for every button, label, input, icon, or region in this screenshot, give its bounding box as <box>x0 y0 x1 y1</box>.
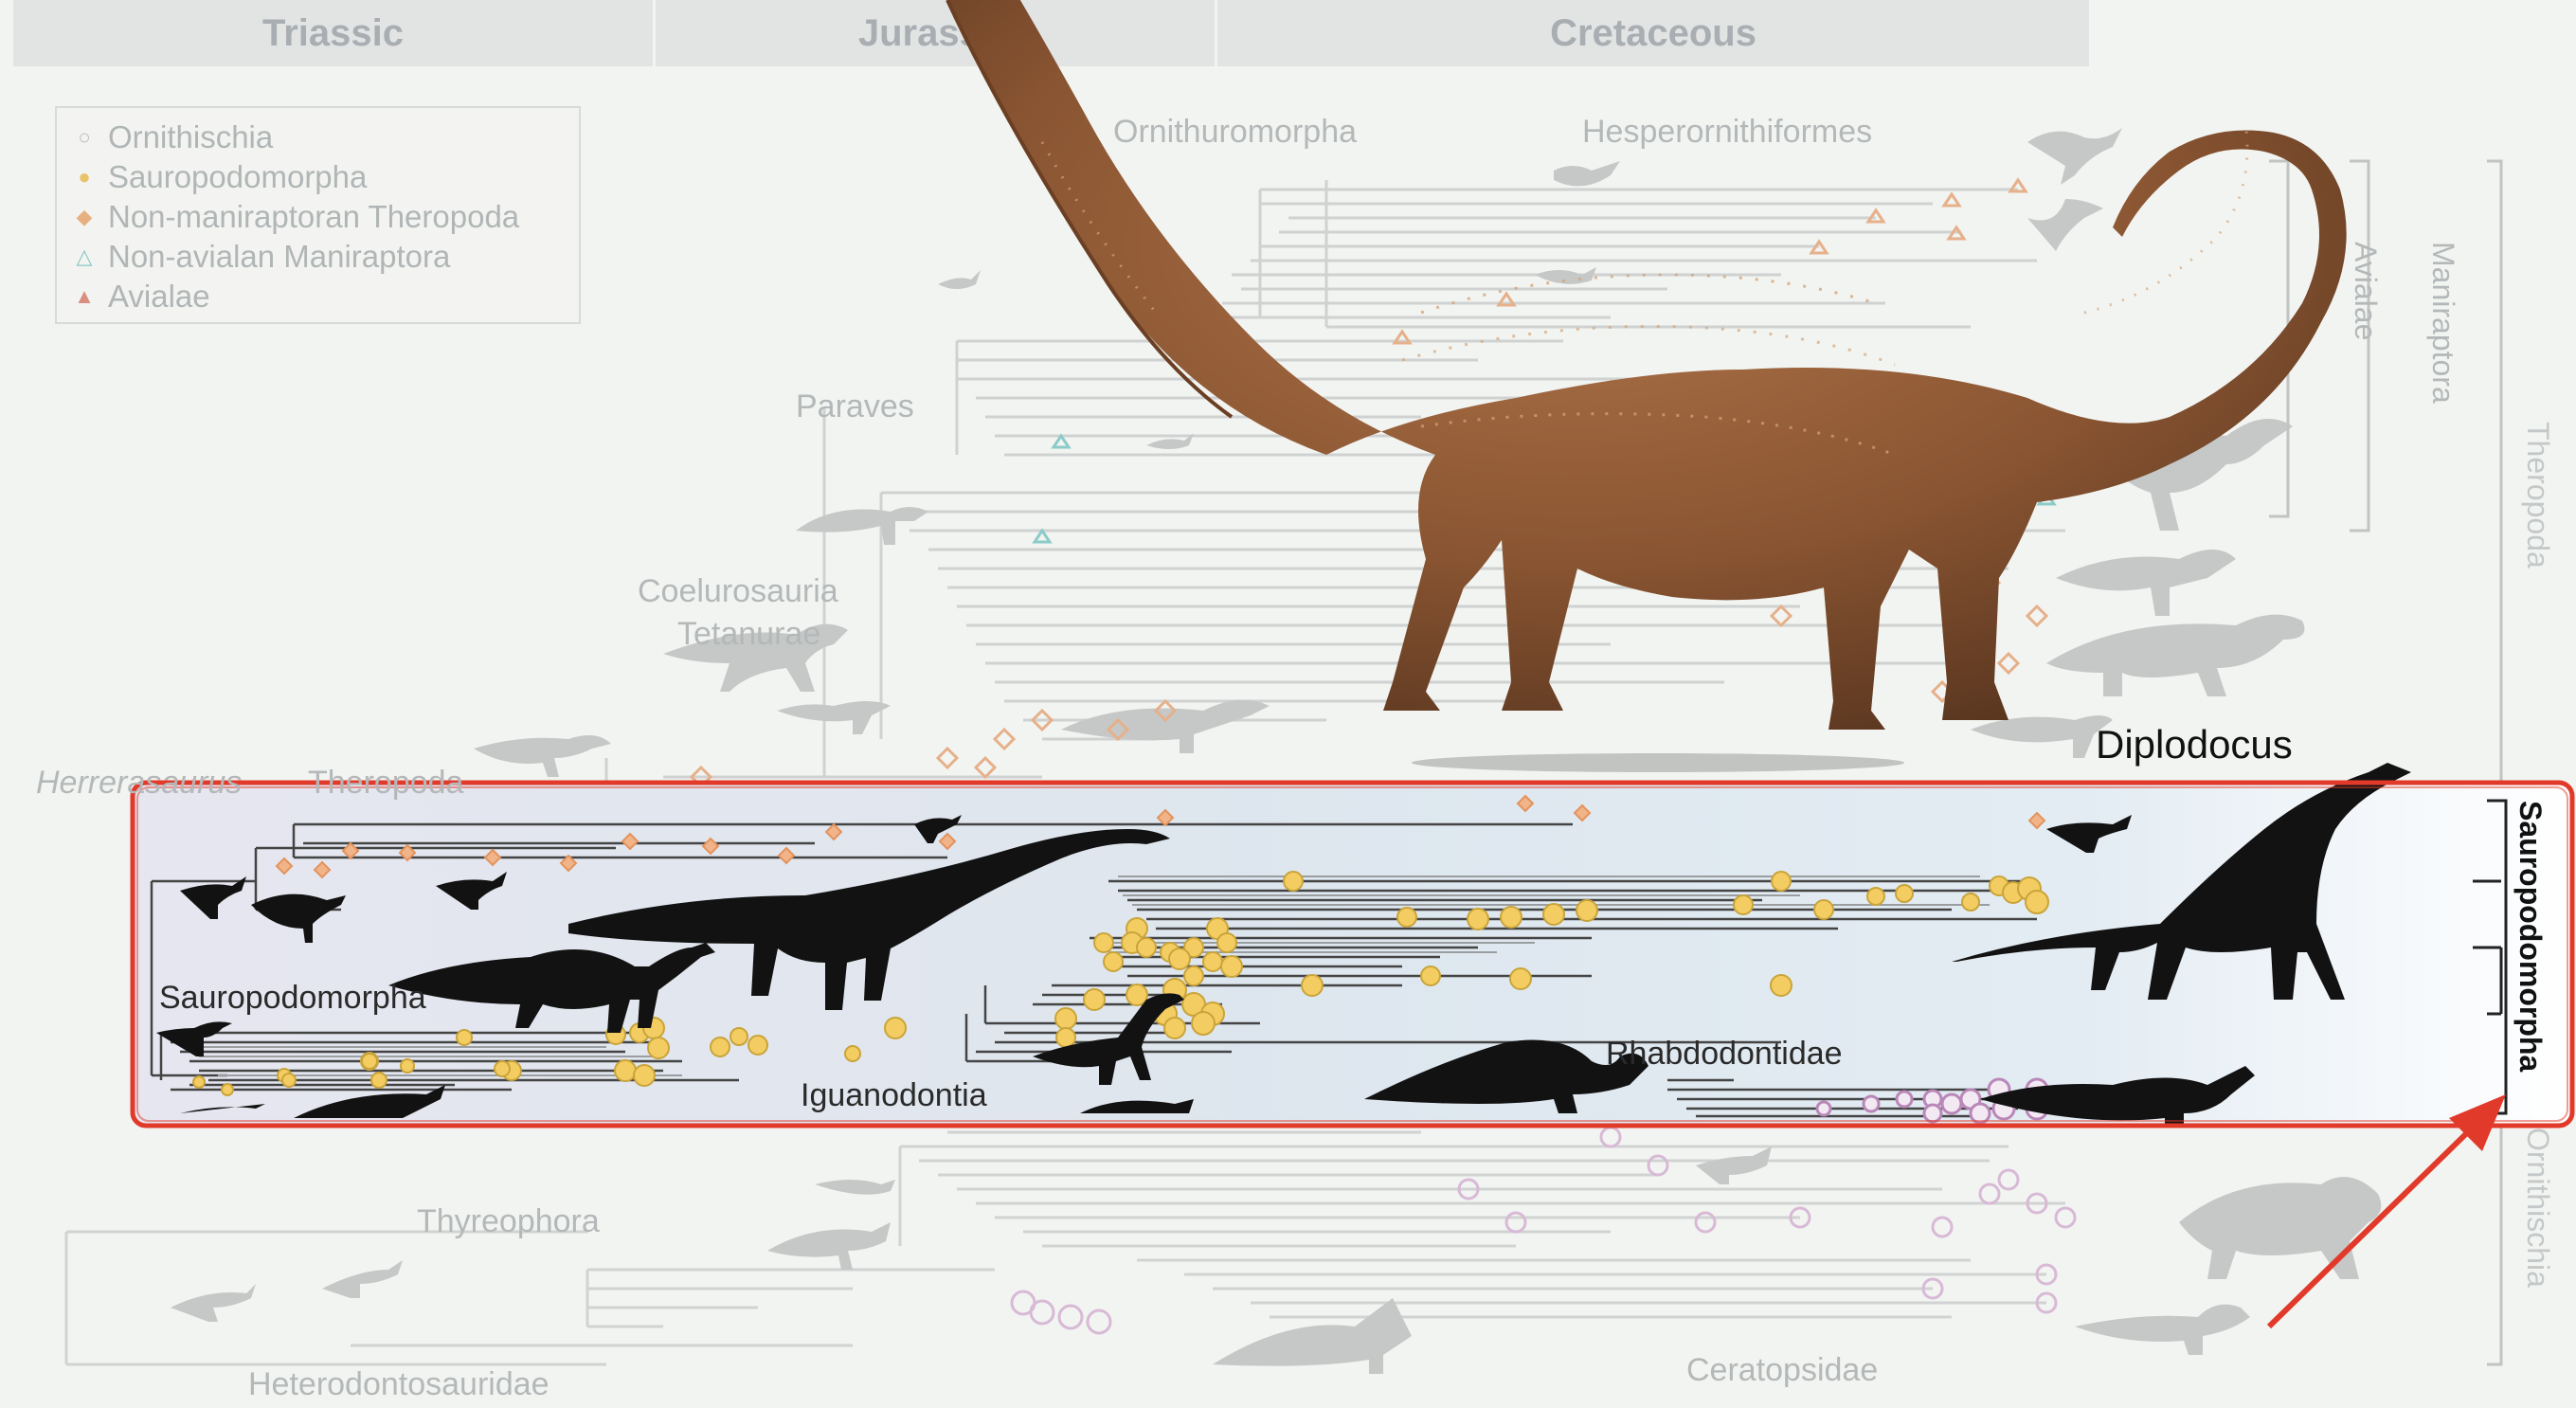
label-tetanurae: Tetanurae <box>677 616 820 653</box>
label-iguanodontia: Iguanodontia <box>801 1077 987 1114</box>
label-ornithuromorpha: Ornithuromorpha <box>1113 114 1357 151</box>
label-maniraptora-vertical: Maniraptora <box>2425 242 2460 404</box>
label-ornithischia-vertical: Ornithischia <box>2520 1128 2555 1288</box>
label-theropoda-vertical: Theropoda <box>2520 422 2555 569</box>
label-avialae-vertical: Avialae <box>2348 242 2383 340</box>
label-paraves: Paraves <box>796 388 914 425</box>
label-coelurosauria: Coelurosauria <box>638 573 838 610</box>
label-thyreophora: Thyreophora <box>417 1203 600 1240</box>
label-rhabdodontidae: Rhabdodontidae <box>1606 1036 1843 1073</box>
label-sauropodomorpha: Sauropodomorpha <box>159 980 426 1017</box>
label-theropoda: Theropoda <box>308 765 463 802</box>
label-herrerasaurus: Herrerasaurus <box>36 765 242 802</box>
label-ceratopsidae: Ceratopsidae <box>1686 1352 1878 1389</box>
label-hesperornithiformes: Hesperornithiformes <box>1582 114 1872 151</box>
label-sauropodomorpha-vertical: Sauropodomorpha <box>2513 801 2548 1072</box>
label-diplodocus: Diplodocus <box>2096 722 2293 767</box>
label-heterodontosauridae: Heterodontosauridae <box>248 1366 549 1403</box>
